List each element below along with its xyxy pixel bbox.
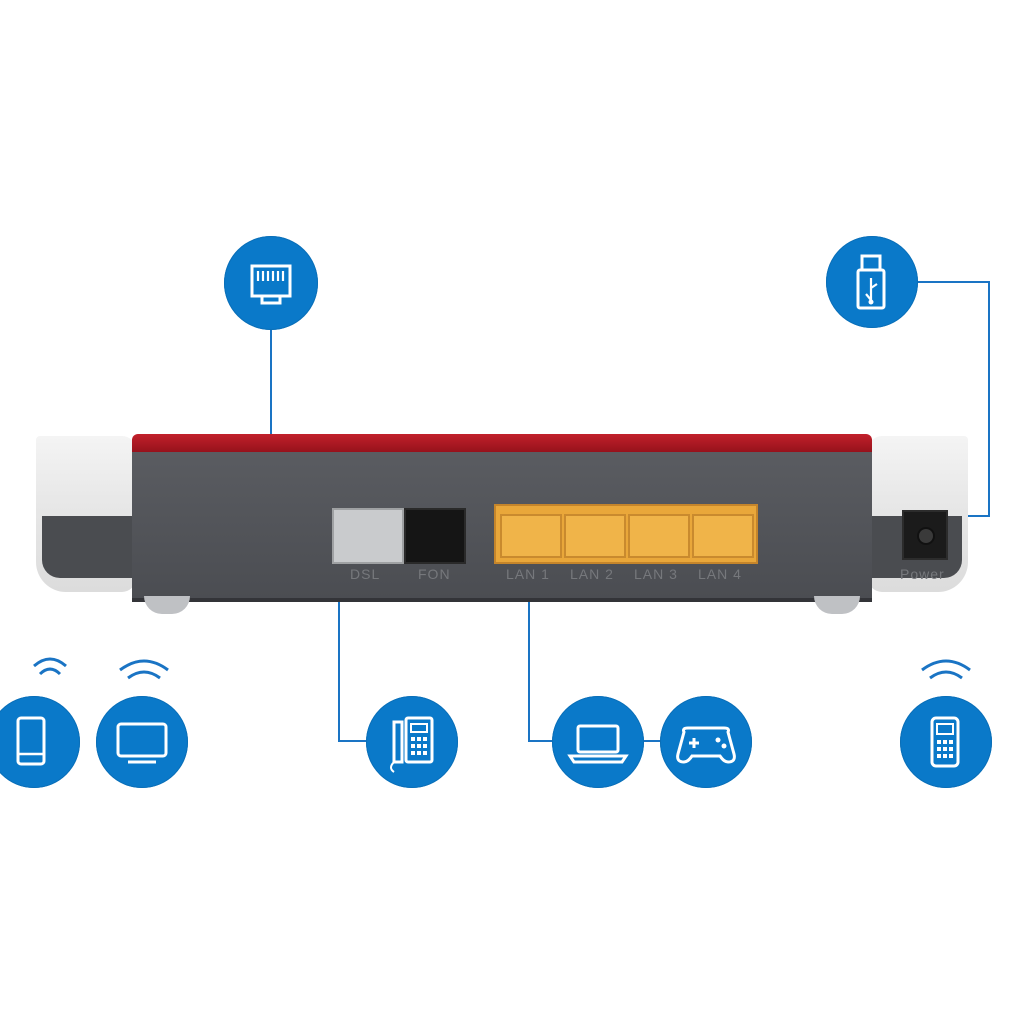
usb-stick-icon — [826, 236, 918, 328]
lan-ports — [494, 504, 758, 564]
lan-3-port — [628, 514, 690, 558]
cordless-phone-icon — [900, 696, 992, 788]
lan-connector-line-h — [528, 740, 558, 742]
cordless-phone-wifi-signal-icon — [921, 659, 971, 680]
tablet-wifi-icon — [0, 696, 80, 788]
dsl-port — [332, 508, 404, 564]
lan-2-label: LAN 2 — [570, 566, 614, 582]
fon-connector-line-v — [338, 592, 340, 742]
lan-1-label: LAN 1 — [506, 566, 550, 582]
router-port-panel: DSL FON LAN 1 LAN 2 LAN 3 LAN 4 Power — [132, 452, 948, 602]
fon-port — [404, 508, 466, 564]
power-jack — [902, 510, 948, 560]
dsl-connector-line — [270, 330, 272, 470]
router-back-panel: DSL FON LAN 1 LAN 2 LAN 3 LAN 4 Power — [36, 428, 968, 628]
dsl-label: DSL — [350, 566, 381, 582]
lan-2-port — [564, 514, 626, 558]
usb-connector-line-v — [988, 281, 990, 517]
ethernet-port-icon — [224, 236, 318, 330]
tv-wifi-signal-icon — [119, 659, 169, 680]
laptop-gamepad-link — [640, 740, 664, 742]
fon-label: FON — [418, 566, 451, 582]
tv-icon — [96, 696, 188, 788]
power-label: Power — [900, 566, 945, 582]
laptop-icon — [552, 696, 644, 788]
router-foot-left — [144, 596, 190, 614]
desk-phone-icon — [366, 696, 458, 788]
router-left-cap — [36, 436, 136, 592]
lan-1-port — [500, 514, 562, 558]
lan-4-port — [692, 514, 754, 558]
usb-connector-line-h — [916, 281, 990, 283]
fon-connector-line-h — [338, 740, 368, 742]
router-foot-right — [814, 596, 860, 614]
router-red-top — [132, 434, 872, 456]
gamepad-icon — [660, 696, 752, 788]
lan-4-label: LAN 4 — [698, 566, 742, 582]
usb-connector-line-h2 — [962, 515, 990, 517]
lan-connector-line-v — [528, 592, 530, 742]
lan-3-label: LAN 3 — [634, 566, 678, 582]
tablet-wifi-signal-icon — [33, 657, 67, 676]
